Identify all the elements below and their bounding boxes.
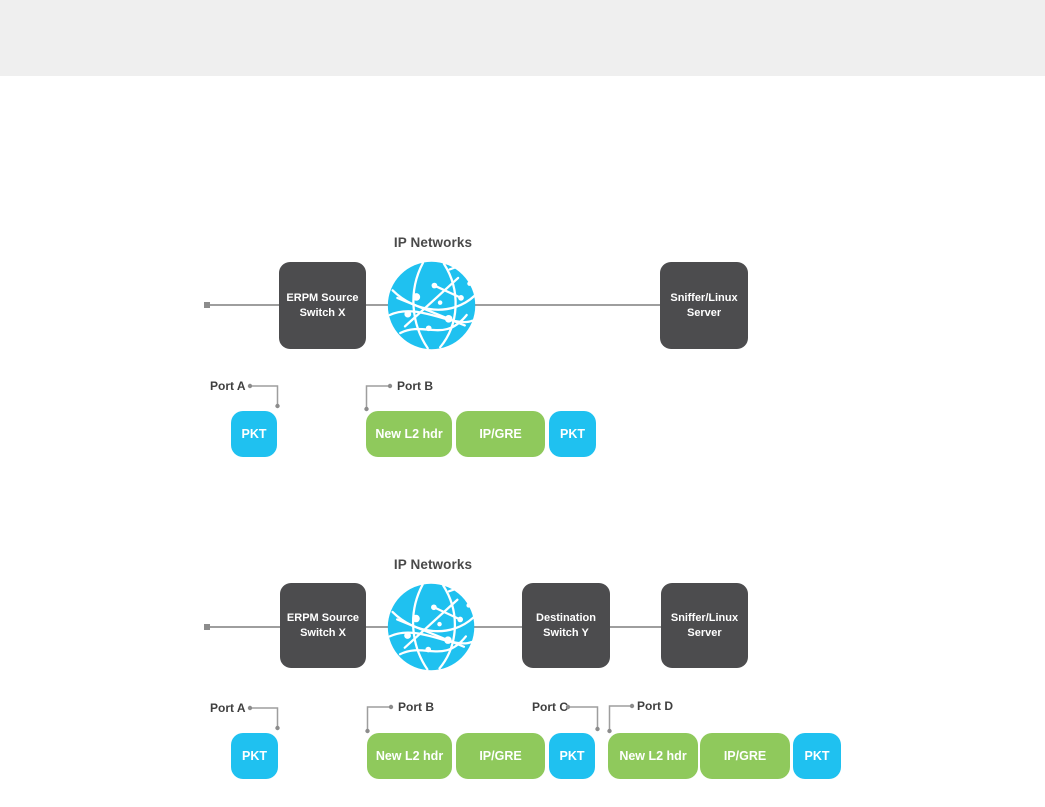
diagram1-line-endcap bbox=[204, 302, 210, 308]
sniffer-linux-server-node: Sniffer/Linux Server bbox=[661, 583, 748, 668]
diagram1-ip-gre-box: IP/GRE bbox=[456, 411, 545, 457]
diagram2-port-a-label: Port A bbox=[210, 701, 246, 715]
diagram2-port-b-connector bbox=[365, 704, 394, 734]
node-label: Sniffer/Linux bbox=[670, 612, 739, 625]
diagram2-line-endcap bbox=[204, 624, 210, 630]
diagram1-new-l2-hdr-box: New L2 hdr bbox=[366, 411, 452, 457]
diagram1-pkt-box-port-a: PKT bbox=[231, 411, 277, 457]
diagram2-port-c-label: Port C bbox=[532, 700, 568, 714]
destination-switch-y-node: Destination Switch Y bbox=[522, 583, 610, 668]
diagram2-new-l2-hdr-box-port-d: New L2 hdr bbox=[608, 733, 698, 779]
node-label: Server bbox=[686, 306, 722, 319]
node-label: Server bbox=[687, 626, 722, 639]
node-label: ERPM Source bbox=[286, 612, 360, 625]
node-label: Destination bbox=[536, 612, 596, 625]
diagram2-port-c-connector bbox=[565, 704, 600, 732]
diagram2-pkt-box-port-a: PKT bbox=[231, 733, 278, 779]
diagram1-port-a-label: Port A bbox=[210, 379, 246, 393]
diagram2-pkt-box-port-c: PKT bbox=[549, 733, 595, 779]
top-gray-band bbox=[0, 0, 1045, 76]
globe-icon bbox=[387, 581, 475, 671]
diagram2-new-l2-hdr-box-port-b: New L2 hdr bbox=[367, 733, 452, 779]
diagram1-port-a-connector bbox=[247, 383, 280, 409]
globe-icon bbox=[387, 259, 476, 350]
diagram2-ip-gre-box-port-b: IP/GRE bbox=[456, 733, 545, 779]
diagram2-pkt-box-port-d: PKT bbox=[793, 733, 841, 779]
erpm-source-switch-x-node: ERPM Source Switch X bbox=[280, 583, 366, 668]
diagram2-port-d-label: Port D bbox=[637, 699, 673, 713]
node-label: Sniffer/Linux bbox=[670, 292, 738, 305]
diagram2-port-d-connector bbox=[607, 703, 635, 734]
diagram1-port-b-connector bbox=[364, 383, 393, 412]
erpm-source-switch-x-node: ERPM Source Switch X bbox=[279, 262, 366, 349]
diagram2-port-b-label: Port B bbox=[398, 700, 434, 714]
diagram2-port-a-connector bbox=[247, 705, 280, 731]
diagram1-pkt-box-port-b: PKT bbox=[549, 411, 596, 457]
node-label: Switch X bbox=[300, 626, 346, 639]
sniffer-linux-server-node: Sniffer/Linux Server bbox=[660, 262, 748, 349]
diagram1-port-b-label: Port B bbox=[397, 379, 433, 393]
node-label: ERPM Source bbox=[286, 292, 359, 305]
node-label: Switch Y bbox=[543, 626, 589, 639]
node-label: Switch X bbox=[299, 306, 346, 319]
diagram2-ip-gre-box-port-d: IP/GRE bbox=[700, 733, 790, 779]
diagram2-title: IP Networks bbox=[393, 557, 473, 572]
diagram1-title: IP Networks bbox=[393, 235, 473, 250]
